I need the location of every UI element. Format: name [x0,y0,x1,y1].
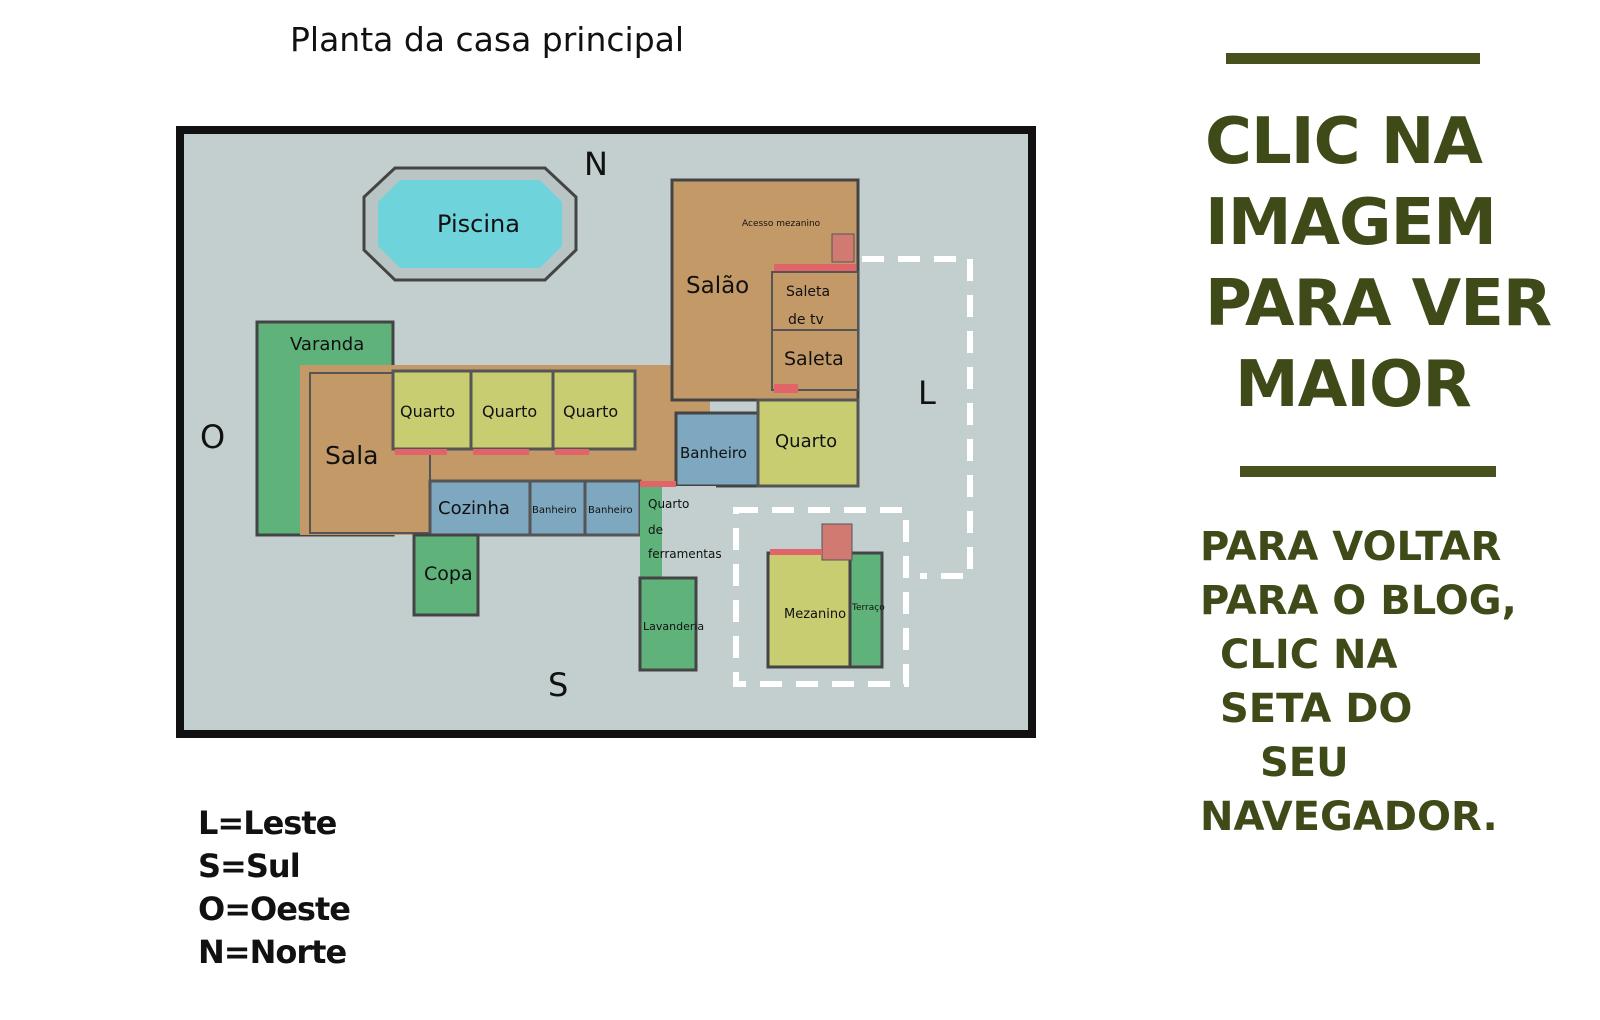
label-saleta: Saleta [784,348,844,370]
back-line: NAVEGADOR. [1200,794,1498,840]
room-lavanderia [638,576,698,672]
cta-line: CLIC NA [1205,105,1483,179]
label-banheiro: Banheiro [680,444,747,462]
page-title: Planta da casa principal [290,20,685,59]
label-saleta-tv-2: de tv [788,312,824,328]
cta-line: MAIOR [1235,348,1472,422]
label-cozinha: Cozinha [438,498,510,519]
bottom-divider [1240,466,1496,477]
label-piscina: Piscina [437,210,520,238]
label-lavanderia: Lavanderia [643,620,704,633]
legend-item: N=Norte [198,933,347,971]
door [555,449,589,455]
back-line: SEU [1260,740,1349,786]
door [774,384,798,393]
room-ferramentas-strip [640,486,662,578]
label-quarto-4: Quarto [775,431,837,452]
stairs-mezanino [821,523,853,561]
room-quarto-4 [756,398,860,488]
label-quarto-3: Quarto [563,402,618,421]
room-copa [412,533,480,617]
label-salao: Salão [686,273,749,299]
door [395,449,447,455]
label-ferramentas-2: de [648,523,663,537]
cta-line: IMAGEM [1205,186,1497,260]
back-line: PARA VOLTAR [1200,524,1502,570]
room-cozinha [428,479,532,537]
compass-north: N [584,145,608,183]
mezanino-area [733,507,909,687]
room-terraco [848,551,884,669]
label-banheiro-small-2: Banheiro [588,505,633,516]
legend-item: S=Sul [198,847,301,885]
label-copa: Copa [424,563,473,585]
back-line: PARA O BLOG, [1200,578,1517,624]
label-sala: Sala [325,441,378,470]
door [774,264,856,271]
label-acesso-mezanino: Acesso mezanino [742,219,821,229]
compass-south: S [548,666,568,704]
back-line: SETA DO [1220,686,1413,732]
door [473,449,529,455]
cta-line: PARA VER [1205,267,1552,341]
label-terraco: Terraço [851,603,885,613]
room-quarto-3 [551,369,637,451]
compass-legend: L=Leste S=Sul O=Oeste N=Norte [198,802,351,974]
door [770,549,822,555]
label-saleta-tv-1: Saleta [786,284,830,300]
room-banheiro [674,411,760,488]
legend-item: L=Leste [198,804,337,842]
room-saleta [771,329,859,391]
stairs-acesso [831,233,855,263]
compass-west: O [200,418,225,456]
label-mezanino: Mezanino [784,607,846,622]
label-banheiro-small-1: Banheiro [532,505,577,516]
east-area [862,256,973,579]
label-ferramentas-3: ferramentas [648,547,722,561]
label-quarto-2: Quarto [482,402,537,421]
enlarge-call-to-action[interactable]: CLIC NA IMAGEM PARA VER MAIOR [1205,102,1552,426]
label-quarto-1: Quarto [400,402,455,421]
label-ferramentas-1: Quarto [648,497,689,511]
back-to-blog-note: PARA VOLTAR PARA O BLOG, CLIC NA SETA DO… [1200,520,1517,844]
room-quarto-2 [469,369,555,451]
door [640,481,676,487]
compass-east: L [918,374,936,412]
label-varanda: Varanda [290,334,364,355]
room-quarto-1 [391,369,473,451]
top-divider [1226,53,1480,64]
pool-water [378,180,562,268]
legend-item: O=Oeste [198,890,351,928]
back-line: CLIC NA [1220,632,1398,678]
